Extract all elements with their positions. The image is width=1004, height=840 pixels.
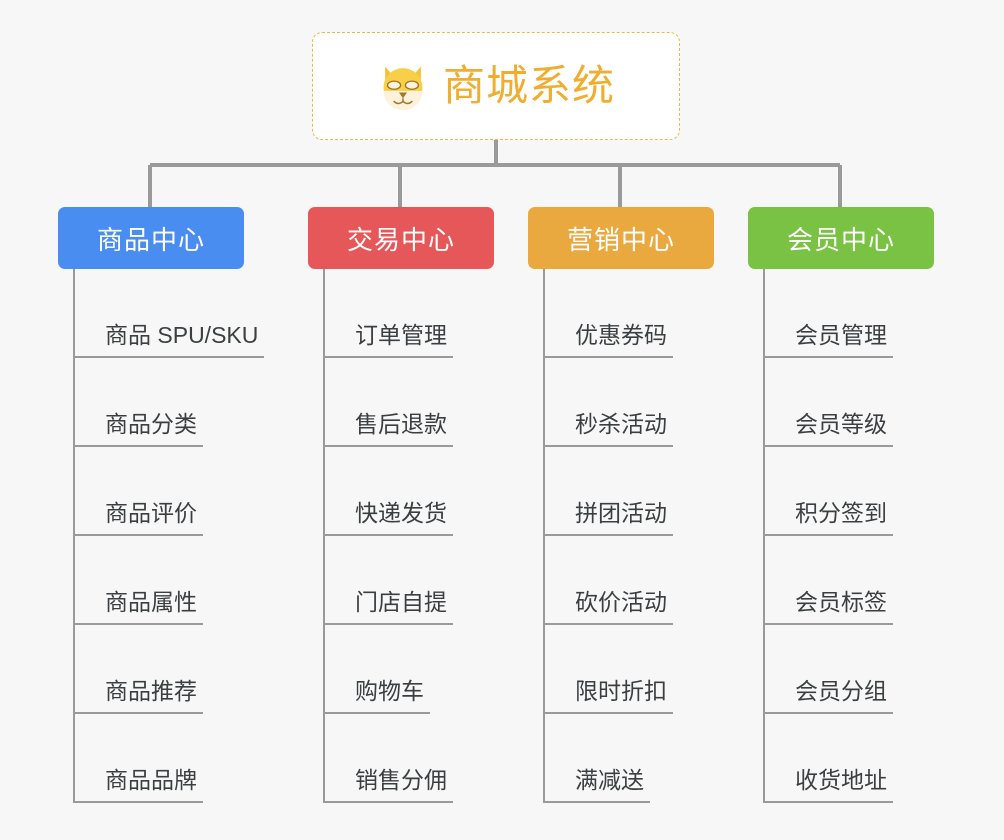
leaf-label: 会员等级	[765, 413, 893, 447]
leaf-label: 快递发货	[325, 502, 453, 536]
branch-header-trade[interactable]: 交易中心	[308, 207, 494, 269]
leaf-label: 商品品牌	[75, 769, 203, 803]
list-item[interactable]: 快递发货	[325, 447, 494, 536]
leaf-label: 砍价活动	[545, 591, 673, 625]
branch-header-member[interactable]: 会员中心	[748, 207, 934, 269]
list-item[interactable]: 砍价活动	[545, 536, 714, 625]
shiba-dog-face-icon	[383, 66, 423, 111]
leaf-label: 订单管理	[325, 324, 453, 358]
leaf-list-product: 商品 SPU/SKU 商品分类 商品评价 商品属性 商品推荐 商品品牌	[73, 269, 265, 803]
list-item[interactable]: 商品 SPU/SKU	[75, 269, 265, 358]
list-item[interactable]: 商品属性	[75, 536, 244, 625]
list-item[interactable]: 满减送	[545, 714, 714, 803]
leaf-list-trade: 订单管理 售后退款 快递发货 门店自提 购物车 销售分佣	[323, 269, 494, 803]
branch-header-label: 商品中心	[96, 224, 205, 255]
list-item[interactable]: 售后退款	[325, 358, 494, 447]
leaf-label: 拼团活动	[545, 502, 673, 536]
leaf-label: 商品推荐	[75, 680, 203, 714]
leaf-label: 会员管理	[765, 324, 893, 358]
list-item[interactable]: 秒杀活动	[545, 358, 714, 447]
root-title: 商城系统	[442, 62, 615, 109]
list-item[interactable]: 商品品牌	[75, 714, 244, 803]
leaf-label: 商品属性	[75, 591, 203, 625]
list-item[interactable]: 商品推荐	[75, 625, 244, 714]
leaf-label: 会员标签	[765, 591, 893, 625]
leaf-label: 满减送	[545, 769, 650, 803]
branch-column-marketing: 营销中心 优惠券码 秒杀活动 拼团活动 砍价活动 限时折扣 满减送	[528, 207, 714, 803]
list-item[interactable]: 会员等级	[765, 358, 934, 447]
list-item[interactable]: 销售分佣	[325, 714, 494, 803]
leaf-label: 优惠券码	[545, 324, 673, 358]
list-item[interactable]: 会员管理	[765, 269, 934, 358]
leaf-label: 门店自提	[325, 591, 453, 625]
branch-column-product: 商品中心 商品 SPU/SKU 商品分类 商品评价 商品属性 商品推荐 商品品牌	[58, 207, 265, 803]
list-item[interactable]: 积分签到	[765, 447, 934, 536]
leaf-label: 商品分类	[75, 413, 203, 447]
list-item[interactable]: 优惠券码	[545, 269, 714, 358]
branch-column-trade: 交易中心 订单管理 售后退款 快递发货 门店自提 购物车 销售分佣	[308, 207, 494, 803]
list-item[interactable]: 收货地址	[765, 714, 934, 803]
list-item[interactable]: 门店自提	[325, 536, 494, 625]
leaf-list-member: 会员管理 会员等级 积分签到 会员标签 会员分组 收货地址	[763, 269, 934, 803]
leaf-label: 销售分佣	[325, 769, 453, 803]
leaf-label: 会员分组	[765, 680, 893, 714]
leaf-label: 售后退款	[325, 413, 453, 447]
list-item[interactable]: 会员标签	[765, 536, 934, 625]
list-item[interactable]: 会员分组	[765, 625, 934, 714]
leaf-label: 商品 SPU/SKU	[75, 324, 265, 358]
leaf-label: 收货地址	[765, 769, 893, 803]
list-item[interactable]: 购物车	[325, 625, 494, 714]
branch-header-label: 交易中心	[346, 224, 455, 255]
leaf-label: 购物车	[325, 680, 430, 714]
branch-column-member: 会员中心 会员管理 会员等级 积分签到 会员标签 会员分组 收货地址	[748, 207, 934, 803]
list-item[interactable]: 限时折扣	[545, 625, 714, 714]
leaf-label: 商品评价	[75, 502, 203, 536]
branch-header-marketing[interactable]: 营销中心	[528, 207, 714, 269]
branch-header-label: 会员中心	[786, 224, 895, 255]
list-item[interactable]: 订单管理	[325, 269, 494, 358]
root-node[interactable]: 商城系统	[312, 32, 680, 140]
leaf-label: 限时折扣	[545, 680, 673, 714]
branch-header-label: 营销中心	[566, 224, 675, 255]
branch-header-product[interactable]: 商品中心	[58, 207, 244, 269]
list-item[interactable]: 商品分类	[75, 358, 244, 447]
leaf-label: 秒杀活动	[545, 413, 673, 447]
list-item[interactable]: 拼团活动	[545, 447, 714, 536]
leaf-label: 积分签到	[765, 502, 893, 536]
leaf-list-marketing: 优惠券码 秒杀活动 拼团活动 砍价活动 限时折扣 满减送	[543, 269, 714, 803]
list-item[interactable]: 商品评价	[75, 447, 244, 536]
